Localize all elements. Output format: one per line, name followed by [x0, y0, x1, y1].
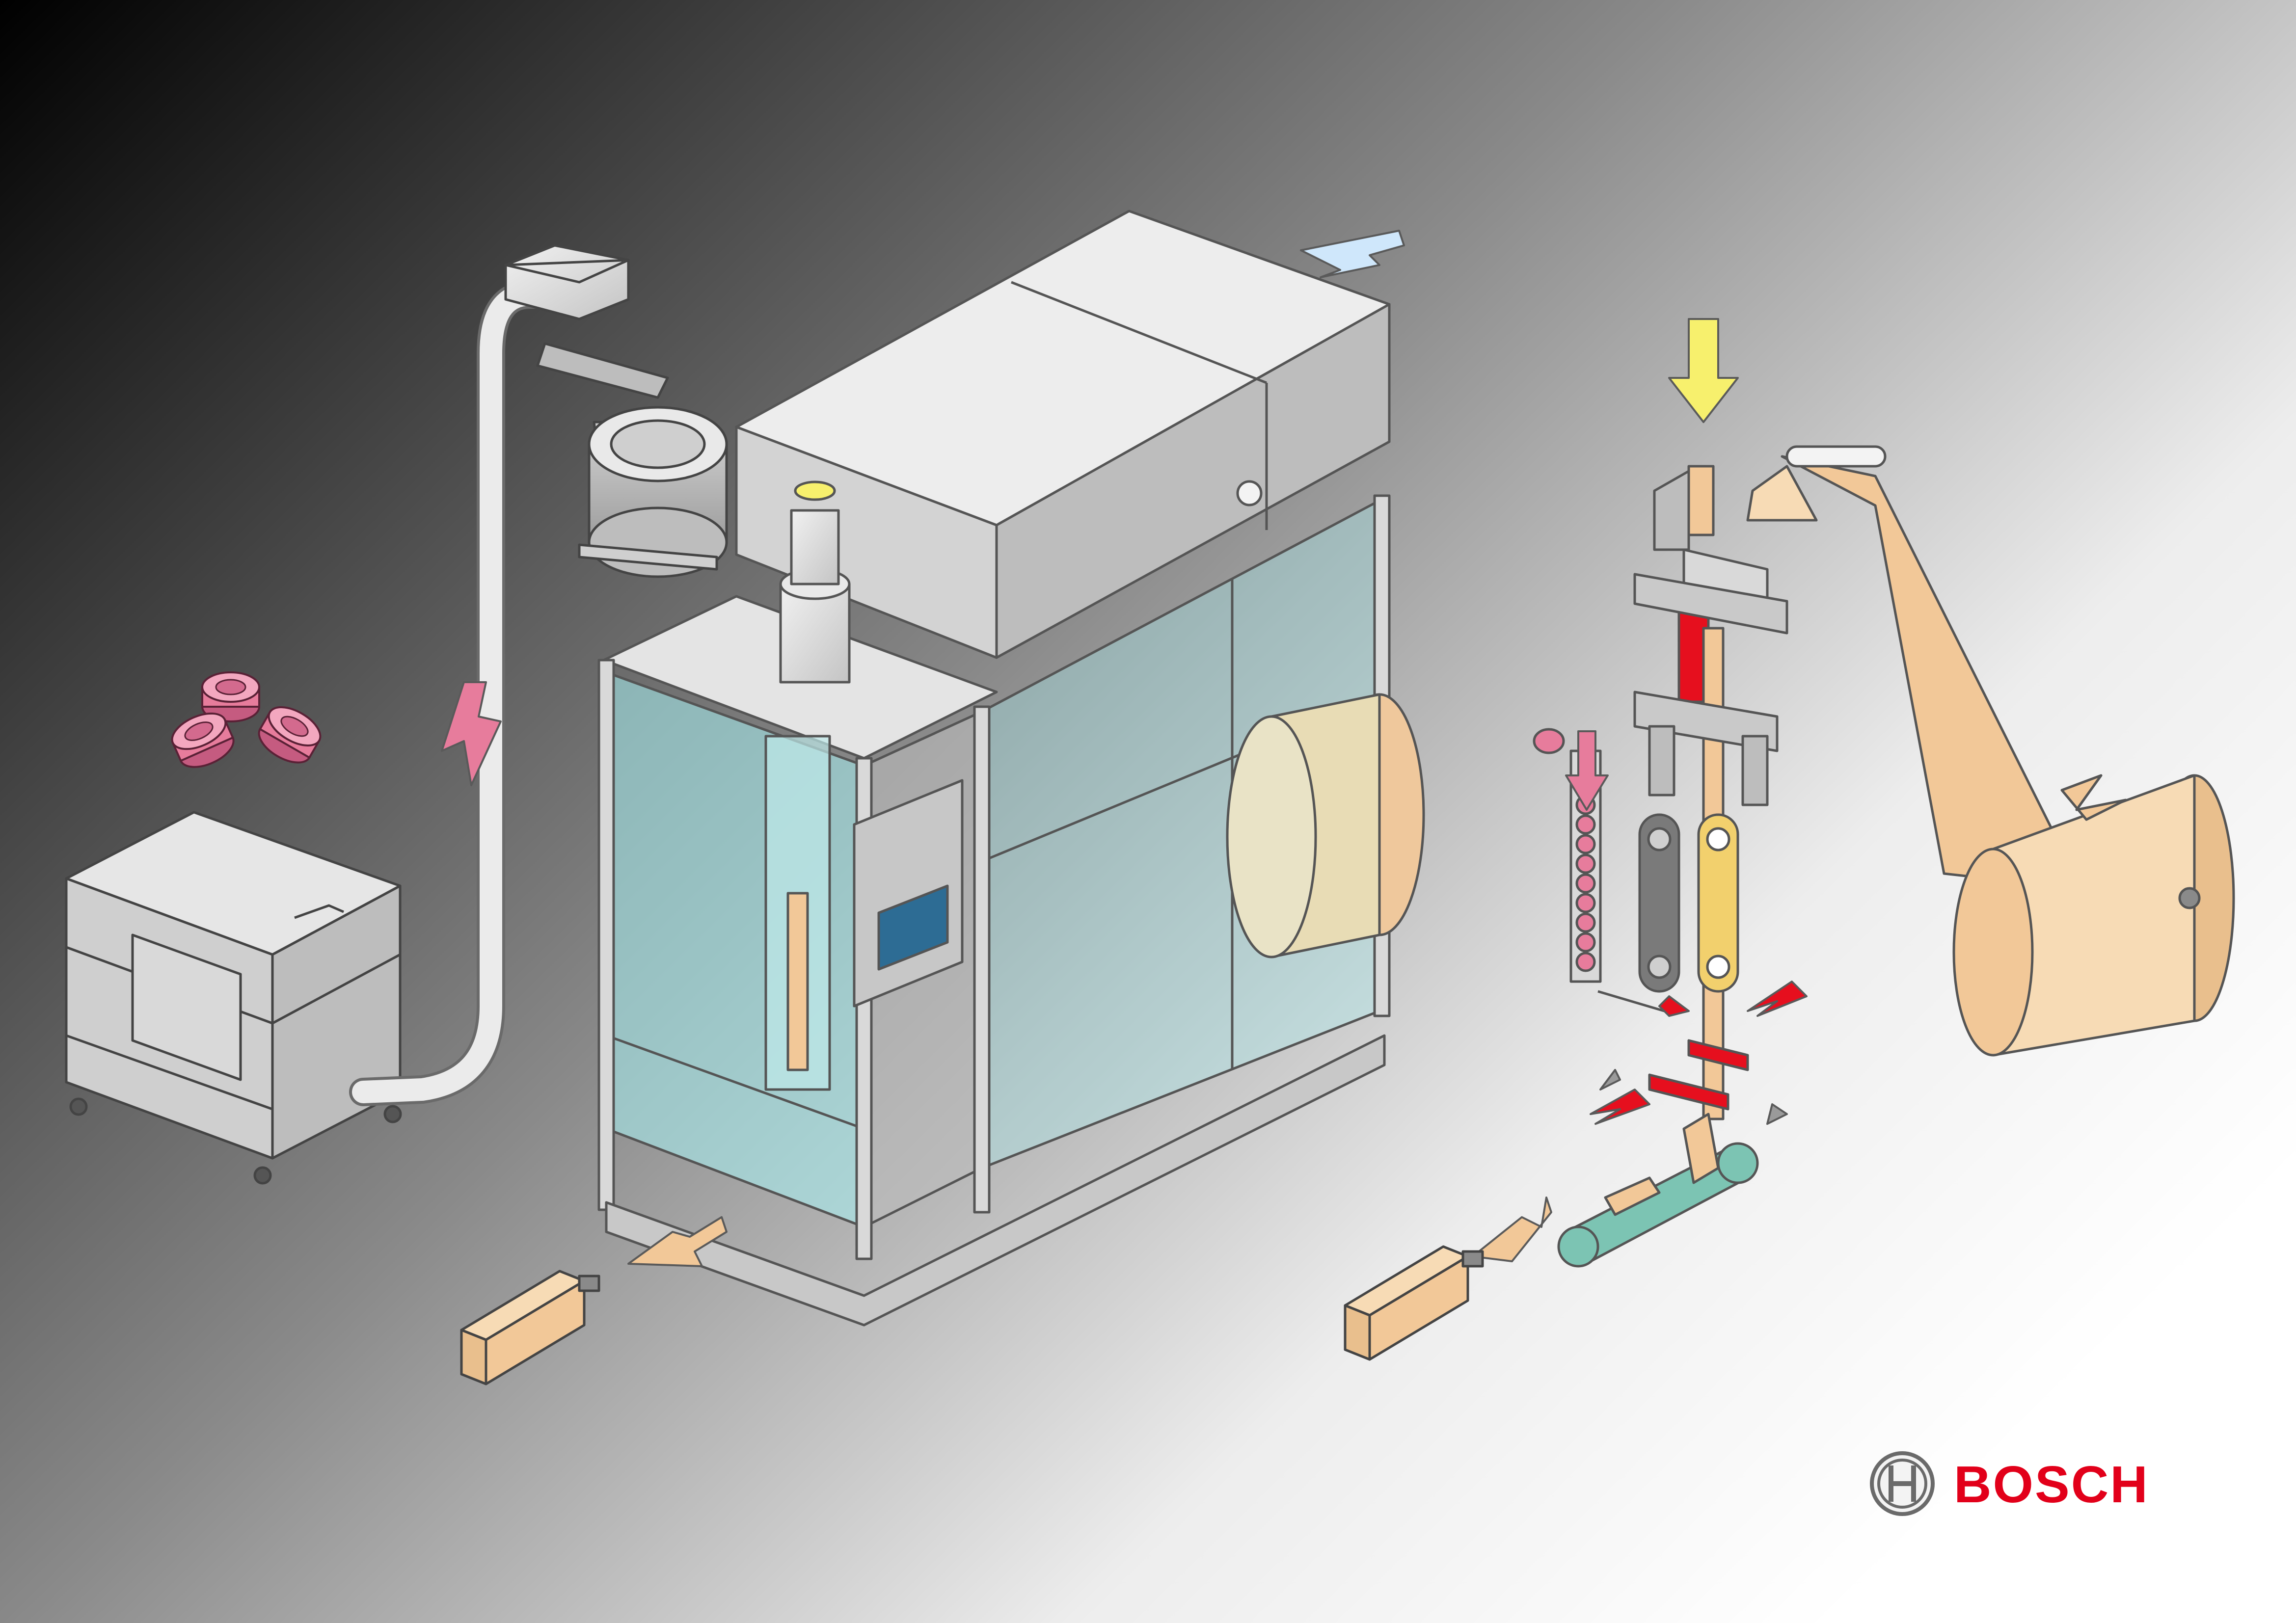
cap [171, 712, 235, 768]
main-machine [597, 210, 1425, 1327]
pouch-icon [1344, 1245, 1484, 1361]
cap-feeder-cart-icon [65, 811, 402, 1185]
bosch-armature-icon [1870, 1451, 1935, 1516]
flow-arrow-icon [1472, 318, 1808, 1262]
film-roll-icon [1746, 445, 2235, 1057]
flow-arrow-icon [441, 230, 1405, 1267]
bosch-logo: BOSCH [1865, 1447, 2150, 1520]
gauge-icon [1236, 480, 1263, 506]
dosing-unit-icon [779, 480, 851, 684]
bowl-feeder-icon [504, 244, 728, 578]
cap [258, 706, 322, 764]
forming-tube-icon [1633, 465, 1788, 1120]
screen-icon [877, 884, 949, 971]
film-roll-icon [1226, 693, 1425, 958]
conveyor-belt-icon [1557, 1113, 1759, 1268]
transport-belt-icon [1638, 813, 1739, 993]
caps-icon [171, 671, 322, 768]
process-view [1533, 445, 2235, 1268]
brand-name: BOSCH [1954, 1456, 2149, 1514]
pouch-icon [460, 1270, 600, 1385]
